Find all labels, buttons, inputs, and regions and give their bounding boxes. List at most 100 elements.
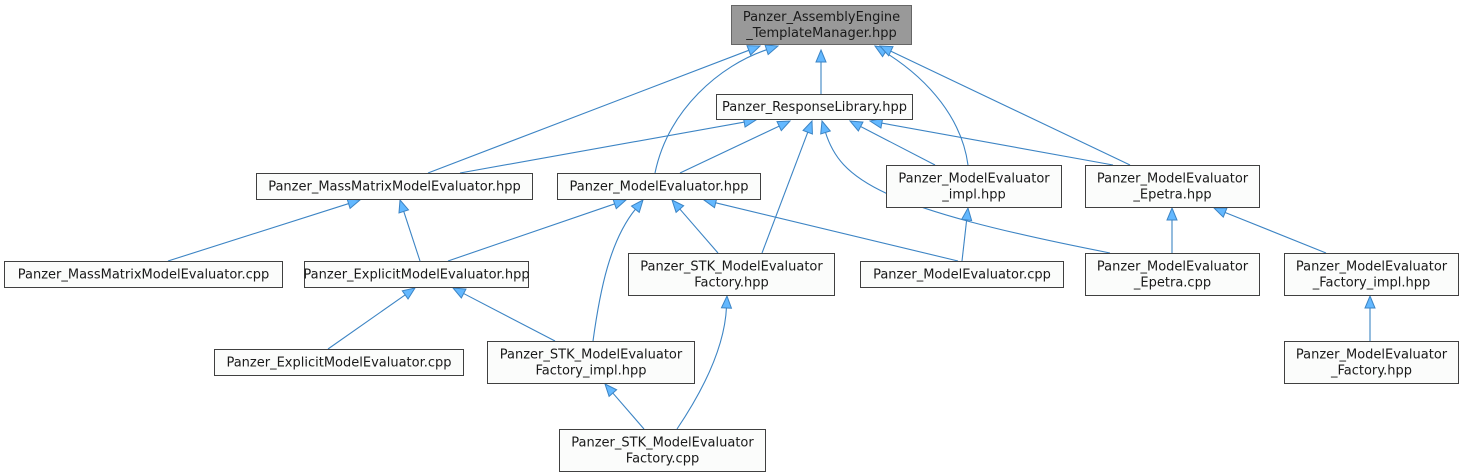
edge-line — [961, 218, 968, 262]
node-label: Panzer_STK_ModelEvaluator — [571, 436, 754, 451]
edge-line — [654, 48, 768, 174]
arrow-head-icon — [612, 198, 628, 210]
edge-n15-n8 — [676, 294, 733, 430]
node-label: Panzer_ModelEvaluator — [1097, 172, 1249, 187]
node-box[interactable] — [1284, 253, 1459, 296]
arrow-head-icon — [878, 45, 894, 57]
edge-n5-n0 — [878, 45, 1131, 166]
arrow-head-icon — [630, 198, 644, 214]
edge-line — [592, 208, 637, 342]
graph-node-root[interactable]: Panzer_AssemblyEngine_TemplateManager.hp… — [731, 5, 912, 45]
graph-node[interactable]: Panzer_MassMatrixModelEvaluator.hpp — [256, 173, 533, 200]
node-box[interactable] — [304, 261, 529, 288]
node-box[interactable] — [559, 429, 766, 472]
edge-n15-n13 — [604, 383, 645, 430]
graph-node[interactable]: Panzer_ModelEvaluator.hpp — [557, 173, 761, 200]
edge-n9-n4 — [960, 206, 973, 262]
edge-n8-n1 — [761, 119, 813, 254]
node-box[interactable] — [731, 5, 912, 45]
edge-line — [447, 203, 616, 262]
edge-line — [462, 292, 556, 342]
node-box[interactable] — [1085, 253, 1260, 296]
edge-n5-n1 — [868, 117, 1114, 166]
edge-n13-n7 — [451, 287, 556, 342]
node-label: Panzer_STK_ModelEvaluator — [640, 260, 823, 275]
graph-node[interactable]: Panzer_ModelEvaluator.cpp — [860, 261, 1064, 288]
arrow-head-icon — [746, 45, 762, 56]
node-box[interactable] — [886, 165, 1062, 208]
node-label: Panzer_ModelEvaluator — [1296, 348, 1448, 363]
arrow-head-icon — [671, 199, 685, 214]
edge-line — [884, 51, 969, 166]
edge-n11-n5 — [1212, 207, 1327, 254]
arrow-head-icon — [1364, 294, 1376, 309]
arrow-head-icon — [346, 198, 362, 210]
node-box[interactable] — [256, 173, 533, 200]
node-label: _Factory_impl.hpp — [1312, 276, 1431, 291]
node-label: Panzer_ModelEvaluator.cpp — [873, 268, 1051, 283]
edge-line — [459, 121, 746, 174]
graph-node[interactable]: Panzer_ModelEvaluator_Epetra.hpp — [1085, 165, 1260, 208]
edge-n3-n0 — [654, 44, 780, 174]
node-label: _Epetra.hpp — [1132, 188, 1211, 203]
arrow-head-icon — [848, 120, 864, 132]
edge-n1-n0 — [815, 48, 827, 94]
graph-node[interactable]: Panzer_ExplicitModelEvaluator.cpp — [214, 349, 464, 376]
edge-line — [678, 207, 719, 254]
node-box[interactable] — [4, 261, 283, 288]
node-box[interactable] — [716, 94, 913, 120]
node-label: Factory_impl.hpp — [535, 364, 646, 379]
edge-n8-n3 — [671, 199, 719, 254]
edge-line — [676, 306, 728, 430]
edge-n9-n3 — [702, 197, 959, 262]
edge-n14-n11 — [1364, 294, 1376, 341]
edge-line — [327, 293, 407, 350]
graph-node[interactable]: Panzer_ResponseLibrary.hpp — [716, 94, 913, 120]
node-box[interactable] — [1085, 165, 1260, 208]
node-label: Panzer_ModelEvaluator.hpp — [570, 180, 749, 195]
node-label: Panzer_ModelEvaluator — [1097, 260, 1249, 275]
graph-node[interactable]: Panzer_ModelEvaluator_Epetra.cpp — [1085, 253, 1260, 296]
edge-n4-n1 — [848, 120, 936, 166]
node-label: _Factory.hpp — [1330, 364, 1412, 379]
edge-line — [859, 125, 936, 166]
edge-n3-n1 — [679, 120, 792, 174]
node-label: Panzer_ModelEvaluator — [1296, 260, 1448, 275]
node-box[interactable] — [214, 349, 464, 376]
edge-line — [761, 131, 809, 254]
edge-n6-n2 — [167, 198, 362, 262]
edge-line — [1224, 211, 1327, 254]
node-label: Factory.cpp — [626, 452, 699, 467]
node-box[interactable] — [1284, 341, 1459, 384]
arrow-head-icon — [720, 294, 733, 309]
edge-line — [167, 202, 350, 262]
arrow-head-icon — [604, 383, 618, 398]
node-label: Panzer_ExplicitModelEvaluator.cpp — [226, 356, 451, 371]
node-box[interactable] — [557, 173, 761, 200]
node-label: Panzer_AssemblyEngine — [743, 10, 900, 25]
node-label: Panzer_ResponseLibrary.hpp — [722, 100, 907, 115]
node-label: Panzer_ModelEvaluator — [898, 172, 1050, 187]
nodes-layer: Panzer_AssemblyEngine_TemplateManager.hp… — [4, 5, 1459, 472]
edge-n2-n0 — [427, 45, 762, 174]
graph-node[interactable]: Panzer_STK_ModelEvaluatorFactory_impl.hp… — [487, 341, 695, 384]
edge-line — [611, 391, 645, 430]
arrow-head-icon — [1212, 207, 1228, 218]
edge-line — [427, 49, 750, 174]
node-label: Panzer_MassMatrixModelEvaluator.hpp — [268, 180, 521, 195]
graph-node[interactable]: Panzer_ModelEvaluator_Factory_impl.hpp — [1284, 253, 1459, 296]
node-box[interactable] — [628, 253, 835, 296]
graph-node[interactable]: Panzer_MassMatrixModelEvaluator.cpp — [4, 261, 283, 288]
edge-n7-n2 — [398, 198, 421, 262]
node-box[interactable] — [487, 341, 695, 384]
edge-n13-n3 — [592, 198, 644, 342]
edge-n7-n3 — [447, 198, 628, 262]
graph-node[interactable]: Panzer_ModelEvaluator_Factory.hpp — [1284, 341, 1459, 384]
graph-node[interactable]: Panzer_ModelEvaluator_impl.hpp — [886, 165, 1062, 208]
graph-node[interactable]: Panzer_ExplicitModelEvaluator.hpp — [303, 261, 530, 288]
node-box[interactable] — [860, 261, 1064, 288]
arrow-head-icon — [820, 119, 832, 135]
